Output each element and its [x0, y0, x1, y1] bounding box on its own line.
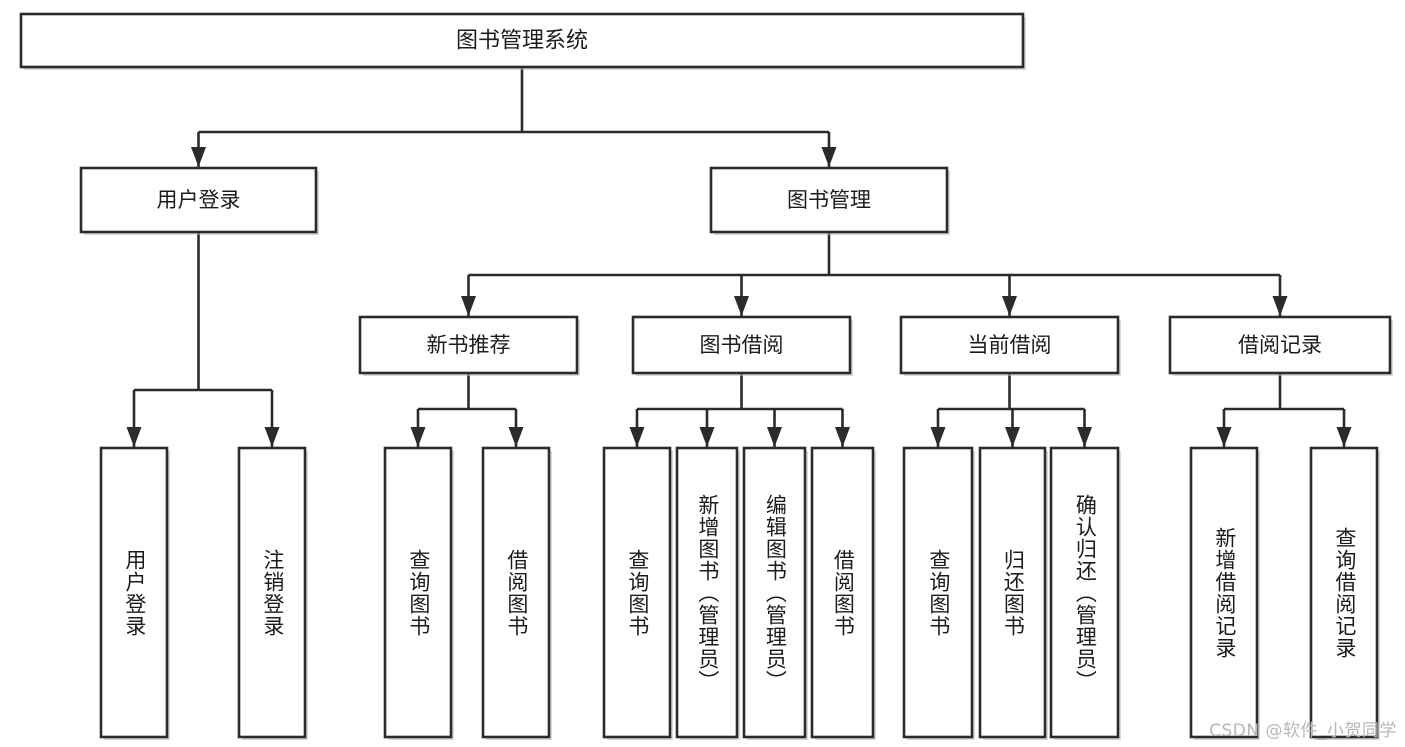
- book-borrow-leaves-arrow-0: [629, 427, 645, 447]
- book-manage-arrow-3: [1272, 296, 1288, 316]
- node-new-book-recommend[interactable]: [358, 315, 579, 375]
- label-borrow-record: 借阅记录: [1238, 333, 1322, 357]
- node-leaf-add-book-admin[interactable]: [675, 446, 739, 739]
- node-current-borrow[interactable]: [899, 315, 1120, 375]
- label-root-system: 图书管理系统: [456, 29, 588, 54]
- node-leaf-confirm-return-admin[interactable]: [1049, 446, 1120, 739]
- book-borrow-leaves-arrow-2: [767, 427, 782, 447]
- node-leaf-add-borrow-record[interactable]: [1189, 446, 1259, 739]
- node-leaf-query-book-3[interactable]: [902, 446, 974, 739]
- new-book-recommend-leaves-arrow-1: [508, 427, 524, 447]
- user-login-leaves-arrow-1: [264, 427, 280, 447]
- watermark-text: CSDN @软件_小贺同学: [1209, 721, 1397, 741]
- book-borrow-leaves-arrow-1: [699, 427, 715, 447]
- node-leaf-logout-login[interactable]: [237, 446, 307, 739]
- new-book-recommend-leaves-arrow-0: [410, 427, 426, 447]
- node-leaf-borrow-book-2[interactable]: [810, 446, 875, 739]
- borrow-record-leaves-arrow-0: [1216, 427, 1232, 447]
- book-manage-arrow-1: [734, 296, 749, 316]
- root-arrow-0: [191, 147, 206, 167]
- current-borrow-leaves-arrow-1: [1005, 427, 1020, 447]
- label-book-borrow: 图书借阅: [700, 333, 784, 357]
- label-book-manage: 图书管理: [787, 188, 871, 212]
- current-borrow-leaves-arrow-0: [930, 427, 946, 447]
- label-user-login: 用户登录: [157, 188, 241, 212]
- user-login-leaves-arrow-0: [126, 427, 142, 447]
- node-leaf-borrow-book-1[interactable]: [481, 446, 551, 739]
- node-leaf-return-book[interactable]: [978, 446, 1047, 739]
- node-leaf-query-book-2[interactable]: [602, 446, 672, 739]
- label-current-borrow: 当前借阅: [968, 333, 1052, 357]
- node-book-manage[interactable]: [709, 166, 949, 234]
- current-borrow-leaves-arrow-2: [1077, 427, 1092, 447]
- book-borrow-leaves-arrow-3: [835, 427, 850, 447]
- node-leaf-edit-book-admin[interactable]: [742, 446, 807, 739]
- node-leaf-query-book-1[interactable]: [383, 446, 453, 739]
- root-arrow-1: [821, 147, 837, 167]
- connector-layer: [126, 67, 1352, 447]
- book-manage-arrow-2: [1002, 296, 1017, 316]
- borrow-record-leaves-arrow-1: [1336, 427, 1352, 447]
- node-borrow-record[interactable]: [1168, 315, 1392, 375]
- node-box-layer: [19, 12, 1393, 740]
- node-leaf-user-login[interactable]: [99, 446, 169, 739]
- node-root-system[interactable]: [19, 12, 1025, 69]
- book-manage-arrow-0: [461, 296, 476, 316]
- label-new-book-recommend: 新书推荐: [427, 333, 511, 357]
- node-leaf-query-borrow-record[interactable]: [1309, 446, 1379, 739]
- node-book-borrow[interactable]: [631, 315, 852, 375]
- node-user-login[interactable]: [79, 166, 318, 234]
